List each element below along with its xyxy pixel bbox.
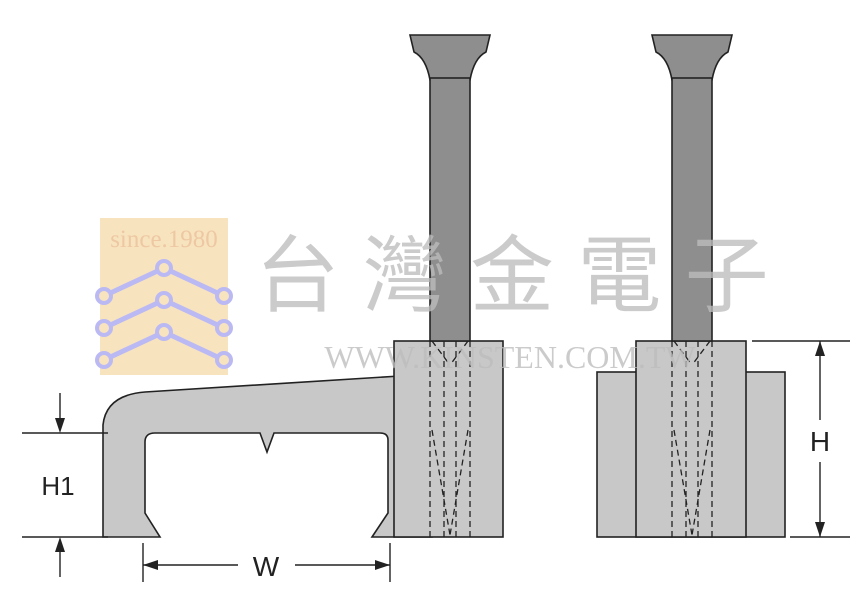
nail-hidden-lines-left bbox=[429, 340, 471, 537]
watermark-logo-nodes bbox=[95, 259, 233, 369]
dimension-h-label: H bbox=[810, 426, 830, 457]
front-block bbox=[635, 340, 747, 538]
dimension-w-label: W bbox=[253, 551, 280, 582]
watermark-since: since.1980 bbox=[110, 226, 218, 253]
watermark-company-name: 台 灣 金 電 子 bbox=[255, 229, 768, 323]
watermark-website: WWW.KINSTEN.COM.TW bbox=[324, 339, 696, 375]
nail-shank-left bbox=[429, 77, 471, 342]
dimension-h bbox=[752, 340, 850, 538]
clip-side-body bbox=[102, 374, 433, 538]
nail-shank-right bbox=[671, 77, 713, 342]
dimension-w bbox=[142, 543, 391, 582]
nail-head-right bbox=[650, 34, 734, 81]
dimension-h1 bbox=[22, 393, 108, 577]
watermark: since.1980 台 灣 金 電 子 WWW.KINSTEN.COM.TW bbox=[95, 218, 769, 375]
clip-side-block bbox=[393, 340, 504, 538]
nail-head-left bbox=[408, 34, 492, 81]
clip-side-view bbox=[102, 34, 504, 538]
nail-hidden-lines-right bbox=[671, 340, 713, 537]
clip-front-view bbox=[596, 34, 786, 538]
dimension-h1-label: H1 bbox=[41, 471, 74, 501]
